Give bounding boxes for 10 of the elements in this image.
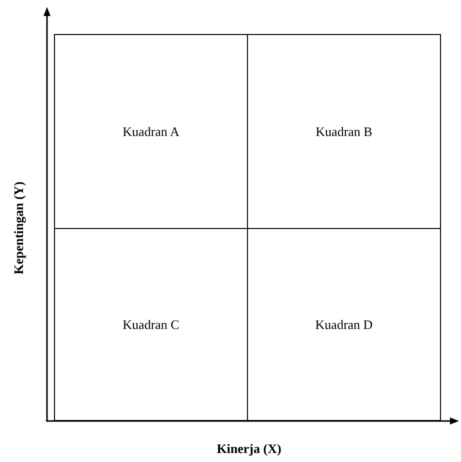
quadrant-label: Kuadran D — [315, 318, 373, 331]
quadrant-label: Kuadran C — [122, 318, 180, 331]
quadrant-box — [247, 228, 441, 421]
quadrant-label: Kuadran A — [122, 125, 180, 138]
quadrant-box — [54, 228, 248, 421]
axis-title: Kepentingan (Y) — [12, 182, 24, 274]
quadrant-box — [54, 34, 248, 229]
axis-title: Kinerja (X) — [216, 442, 282, 455]
quadrant-label: Kuadran B — [316, 125, 372, 138]
quadrant-box — [247, 34, 441, 229]
